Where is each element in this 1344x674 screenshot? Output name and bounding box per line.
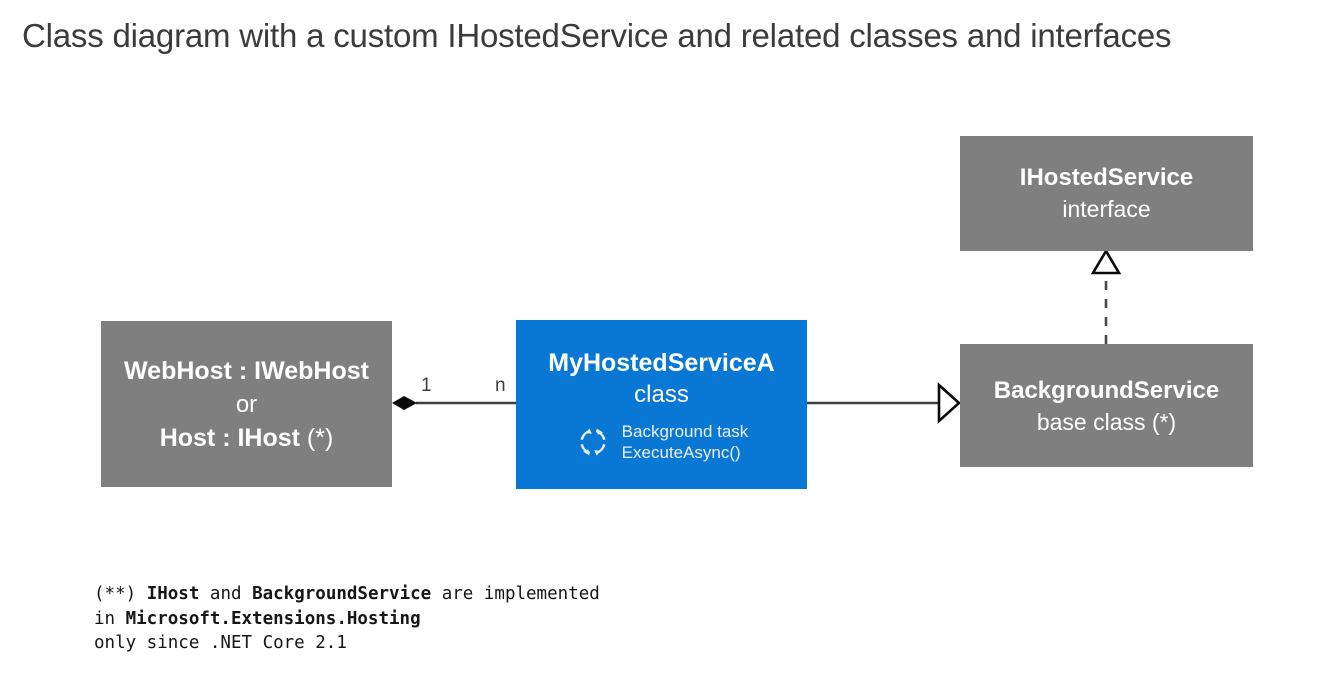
hollow-triangle-marker-inheritance (937, 382, 961, 424)
background-task-line1: Background task (621, 422, 749, 441)
node-backgroundservice[interactable]: BackgroundService base class (*) (960, 344, 1253, 467)
node-myhostedservicea-stereotype: class (634, 381, 689, 408)
filled-diamond-marker (392, 396, 417, 410)
node-ihostedservice-name: IHostedService (1019, 164, 1194, 191)
hollow-triangle-marker-realization (1090, 248, 1122, 275)
node-webhost-line3: Host : IHost (*) (160, 421, 334, 455)
node-ihostedservice-stereotype: interface (1062, 196, 1151, 222)
cycle-arrows-icon (580, 428, 606, 456)
node-webhost-line3-footnote-marker: (*) (299, 423, 334, 452)
page-title: Class diagram with a custom IHostedServi… (22, 17, 1172, 54)
background-task-line2: ExecuteAsync() (621, 443, 741, 462)
node-ihostedservice[interactable]: IHostedService interface (960, 136, 1253, 251)
node-backgroundservice-stereotype: base class (*) (1036, 408, 1177, 435)
node-webhost-line3-name: Host : IHost (159, 423, 300, 452)
background-task-text: Background task ExecuteAsync() (622, 421, 749, 463)
node-webhost-ihost[interactable]: WebHost : IWebHost or Host : IHost (*) (101, 321, 392, 487)
footnote-line2-prefix: in (94, 608, 126, 629)
connector-composition (392, 396, 516, 410)
node-backgroundservice-name: BackgroundService (993, 376, 1220, 404)
footnote-line1-mid: and (199, 584, 253, 604)
footnote-line1-term-ihost: IHost (146, 584, 200, 604)
node-myhostedservicea-name: MyHostedServiceA (548, 349, 775, 377)
footnote-line3: only since .NET Core 2.1 (94, 633, 347, 653)
node-webhost-line1: WebHost : IWebHost (124, 356, 369, 385)
footnote-line2-namespace: Microsoft.Extensions.Hosting (125, 608, 421, 629)
connector-inheritance (807, 382, 961, 424)
multiplicity-label-source: 1 (421, 375, 432, 396)
footnote-line1-prefix: (**) (94, 584, 147, 604)
node-myhostedservicea[interactable]: MyHostedServiceA class (516, 320, 807, 489)
footnote: (**) IHost and BackgroundService are imp… (94, 582, 600, 656)
connector-realization (1090, 248, 1122, 344)
background-task-row: Background task ExecuteAsync() (575, 421, 749, 463)
multiplicity-label-target: n (495, 375, 506, 396)
node-webhost-or-label: or (235, 390, 258, 418)
footnote-line1-term-backgroundservice: BackgroundService (252, 584, 432, 604)
footnote-line1-suffix: are implemented (431, 584, 600, 604)
